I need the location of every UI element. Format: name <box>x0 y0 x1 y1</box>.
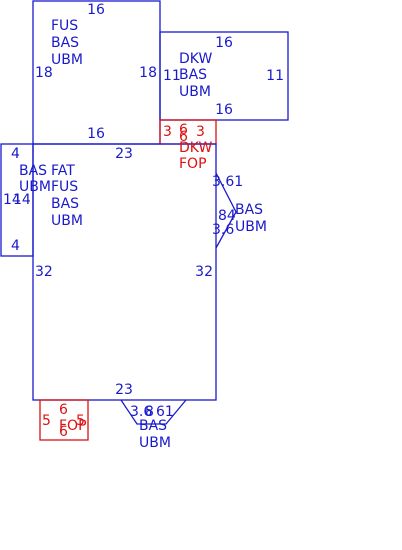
dim-label: 6 <box>59 402 68 418</box>
area-label: BAS <box>139 418 167 434</box>
dim-label: 32 <box>35 264 53 280</box>
dim-label: 16 <box>87 126 105 142</box>
area-label: FUS <box>51 18 78 34</box>
bottom-bay-outline <box>120 399 187 425</box>
area-label: FAT <box>51 163 75 179</box>
dim-label: 23 <box>115 382 133 398</box>
area-label: DKW <box>179 51 212 67</box>
dim-label: 3.6 <box>212 222 234 238</box>
area-label: FOP <box>179 156 207 172</box>
area-label: UBM <box>179 84 211 100</box>
main-outline <box>32 143 217 401</box>
area-label: UBM <box>139 435 171 451</box>
area-label: FUS <box>51 179 78 195</box>
dim-label: 18 <box>139 65 157 81</box>
area-label: DKW <box>179 140 212 156</box>
left-bump-outline <box>0 143 34 257</box>
dim-label: 14 <box>13 192 31 208</box>
area-label: UBM <box>19 179 51 195</box>
area-label: BAS <box>235 202 263 218</box>
dim-label: 14 <box>3 192 21 208</box>
dim-label: 23 <box>115 146 133 162</box>
dim-label: 61 <box>156 404 174 420</box>
dim-label: 6 <box>179 122 188 138</box>
dim-label: 3.61 <box>212 174 243 190</box>
area-label: BAS <box>179 67 207 83</box>
dim-label: 3 <box>163 124 172 140</box>
dim-label: 4 <box>11 146 20 162</box>
dim-label: 11 <box>266 68 284 84</box>
dim-label: 6 <box>179 129 188 145</box>
right-bay-outline <box>215 172 237 249</box>
dim-label: 5 <box>76 413 85 429</box>
area-label: UBM <box>235 219 267 235</box>
dim-label: 18 <box>35 65 53 81</box>
dim-label: 3.6 <box>130 404 152 420</box>
area-label: BAS <box>19 163 47 179</box>
upper-right-outline <box>159 31 289 121</box>
dim-label: 84 <box>218 208 236 224</box>
dim-label: 4 <box>11 238 20 254</box>
area-label: BAS <box>51 196 79 212</box>
dim-label: 8 <box>145 404 154 420</box>
dim-label: 32 <box>195 264 213 280</box>
area-label: UBM <box>51 213 83 229</box>
dim-label: 16 <box>215 102 233 118</box>
front-porch-outline <box>39 399 89 441</box>
dim-label: 5 <box>42 413 51 429</box>
dim-label: 6 <box>59 424 68 440</box>
area-label: FOP <box>59 418 87 434</box>
area-label: UBM <box>51 52 83 68</box>
dim-label: 16 <box>87 2 105 18</box>
dim-label: 11 <box>163 68 181 84</box>
dim-label: 3 <box>196 124 205 140</box>
area-label: BAS <box>51 35 79 51</box>
dim-label: 16 <box>215 35 233 51</box>
